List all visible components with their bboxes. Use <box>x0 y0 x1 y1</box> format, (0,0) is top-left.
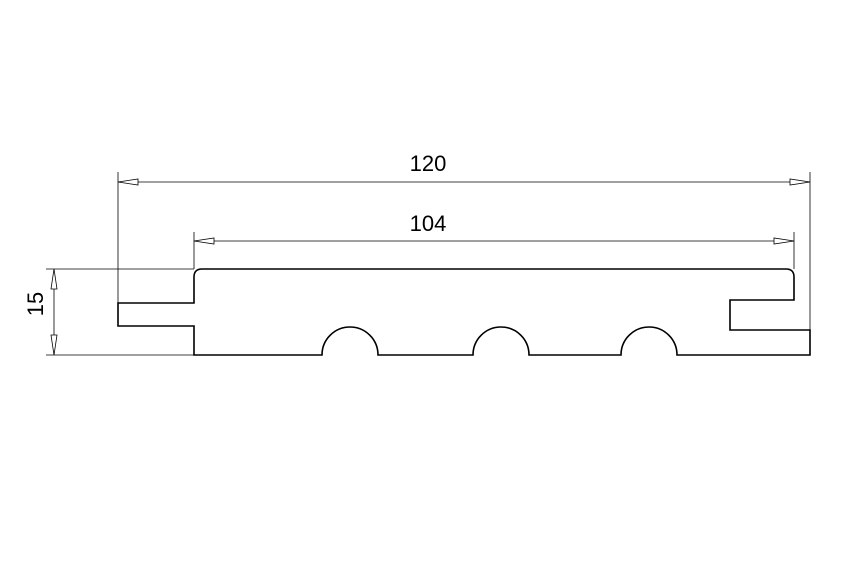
board-profile <box>117 268 811 356</box>
arrowhead-right-face <box>773 237 795 245</box>
dimension-label-thickness: 15 <box>23 292 48 316</box>
arrowhead-top-thickness <box>50 268 58 290</box>
dimension-label-overall-width: 120 <box>410 151 447 176</box>
arrowhead-left-face <box>193 237 215 245</box>
arrowhead-left-overall <box>117 178 139 186</box>
arrowhead-bottom-thickness <box>50 334 58 356</box>
arrowhead-right-overall <box>789 178 811 186</box>
dimension-label-face-width: 104 <box>410 211 447 236</box>
